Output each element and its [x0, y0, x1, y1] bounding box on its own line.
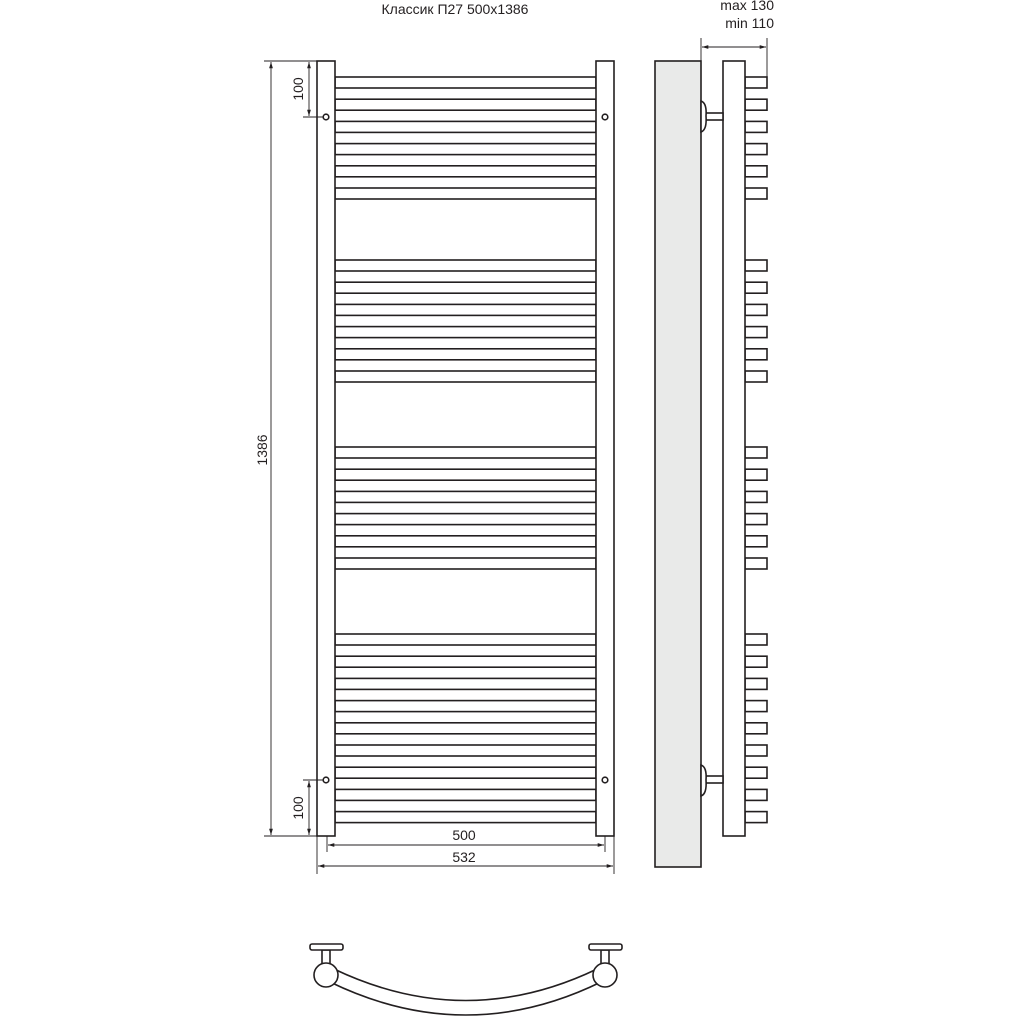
tube-stub [744, 98, 768, 111]
tube [334, 303, 597, 317]
tube-stub [744, 76, 768, 89]
left-post [316, 60, 336, 837]
tube-stub [744, 699, 768, 713]
tube-stub [744, 468, 768, 482]
tube [334, 766, 597, 780]
joint-ball [313, 962, 339, 988]
tube [334, 490, 597, 504]
flange [588, 943, 623, 951]
top-offset-label: 100 [290, 77, 306, 101]
tube [334, 76, 597, 89]
tube-stub [744, 677, 768, 691]
tube-stub [744, 534, 768, 548]
tube-stub [744, 655, 768, 669]
tube-stub [744, 165, 768, 178]
tube-stub [744, 766, 768, 780]
tube [334, 788, 597, 802]
tube-stub [744, 446, 768, 459]
wall-bracket [700, 763, 724, 798]
front-tubes [334, 76, 597, 824]
tube-stub [744, 347, 768, 361]
tube [334, 721, 597, 735]
tube [334, 347, 597, 361]
tube [334, 810, 597, 824]
joint-ball [592, 962, 618, 988]
tube [334, 325, 597, 339]
dimension-center-width: 500 [326, 827, 606, 852]
side-stubs [744, 76, 768, 824]
mount-hole [601, 776, 609, 784]
tube-stub [744, 490, 768, 504]
tube-stub [744, 259, 768, 272]
depth-max-label: max 130 [720, 0, 774, 13]
tube-stub [744, 557, 768, 570]
mount-hole [322, 113, 330, 121]
tube-stub [744, 325, 768, 339]
depth-min-label: min 110 [725, 15, 774, 31]
tube [334, 468, 597, 482]
drawing-title: Классик П27 500x1386 [382, 1, 529, 17]
tube [334, 165, 597, 178]
height-label: 1386 [254, 434, 270, 465]
tube [334, 633, 597, 646]
wall [654, 60, 702, 868]
tube [334, 655, 597, 669]
tube-stub [744, 810, 768, 824]
tube [334, 744, 597, 757]
tube [334, 534, 597, 548]
mount-hole [601, 113, 609, 121]
wall-bracket [700, 99, 724, 134]
side-post [722, 60, 746, 837]
tube [334, 699, 597, 713]
tube [334, 370, 597, 383]
side-view: max 130 min 110 [654, 0, 774, 868]
tube [334, 120, 597, 134]
dimension-height: 1386 [254, 60, 317, 837]
dimension-total-width: 532 [316, 836, 615, 874]
tube [334, 557, 597, 570]
total-width-label: 532 [452, 849, 476, 865]
tube-stub [744, 788, 768, 802]
dimension-top-offset: 100 [290, 62, 323, 118]
center-width-label: 500 [452, 827, 476, 843]
tube-stub [744, 721, 768, 735]
mount-hole [322, 776, 330, 784]
tube [334, 98, 597, 111]
tube-stub [744, 142, 768, 156]
tube-stub [744, 370, 768, 383]
tube-stub [744, 633, 768, 646]
tube [334, 259, 597, 272]
front-view [316, 60, 615, 837]
tube [334, 142, 597, 156]
bottom-offset-label: 100 [290, 796, 306, 820]
tube [334, 187, 597, 200]
curved-tube [329, 967, 602, 1016]
right-post [595, 60, 615, 837]
tube-stub [744, 281, 768, 295]
tube [334, 677, 597, 691]
dimension-bottom-offset: 100 [290, 779, 323, 835]
flange [309, 943, 344, 951]
top-view [309, 943, 623, 1016]
tube [334, 512, 597, 526]
tube-stub [744, 744, 768, 757]
tube-stub [744, 303, 768, 317]
tube-stub [744, 512, 768, 526]
tube-stub [744, 187, 768, 200]
tube [334, 446, 597, 459]
tube-stub [744, 120, 768, 134]
tube [334, 281, 597, 295]
